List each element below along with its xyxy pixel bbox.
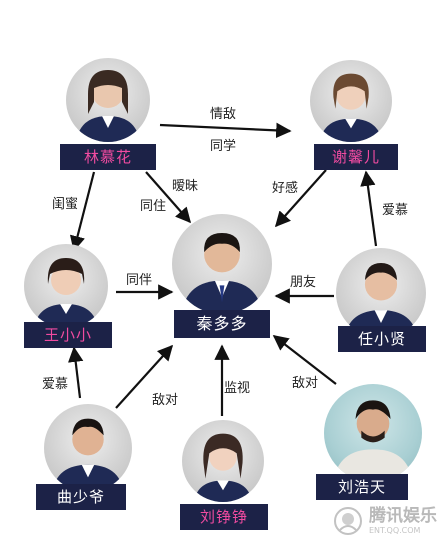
edge-label: 好感 <box>272 180 298 196</box>
portrait-lin-muhua <box>66 58 150 142</box>
name-tag-xie-xiner: 谢馨儿 <box>314 144 398 170</box>
name-tag-qu-shaoye: 曲少爷 <box>36 484 126 510</box>
edge-label: 闺蜜 <box>52 197 78 212</box>
portrait-ren-xiaoxian <box>336 248 426 338</box>
name-tag-lin-muhua: 林慕花 <box>60 144 156 170</box>
arrow-qu-shaoye-to-wang-xiaoxiao <box>68 346 84 399</box>
edge-label: 敌对 <box>292 376 318 391</box>
arrow-ren-xiaoxian-to-xie-xiner <box>360 170 378 247</box>
name-tag-ren-xiaoxian: 任小贤 <box>338 326 426 352</box>
tencent-ent-watermark: 腾讯娱乐 ENT.QQ.COM <box>333 506 437 536</box>
name-tag-qin-duoduo: 秦多多 <box>174 310 270 338</box>
arrow-xie-xiner-to-qin-duoduo <box>274 169 327 228</box>
edge-label: 敌对 <box>152 393 178 408</box>
arrow-liu-haotian-to-qin-duoduo <box>272 335 337 385</box>
edge-label: 监视 <box>224 381 250 396</box>
edge-label: 爱慕 <box>382 203 408 218</box>
watermark-subtext: ENT.QQ.COM <box>369 525 421 535</box>
portrait-liu-zhengzheng <box>182 420 264 502</box>
edge-label: 同学 <box>210 138 236 154</box>
name-tag-wang-xiaoxiao: 王小小 <box>24 322 112 348</box>
arrow-lin-muhua-to-qin-duoduo <box>145 171 192 224</box>
name-tag-liu-zhengzheng: 刘铮铮 <box>180 504 268 530</box>
arrow-lin-muhua-to-xie-xiner <box>159 122 292 139</box>
tencent-logo-icon <box>334 507 362 535</box>
edge-label: 情敌 <box>210 107 236 122</box>
edge-label: 同伴 <box>126 273 152 288</box>
arrow-qu-shaoye-to-qin-duoduo <box>115 344 174 409</box>
edge-label: 朋友 <box>290 274 316 290</box>
portrait-qin-duoduo <box>172 214 272 314</box>
edge-label: 同住 <box>140 199 166 214</box>
edge-label: 暧昧 <box>172 179 198 194</box>
edge-label: 爱慕 <box>42 377 68 392</box>
portrait-qu-shaoye <box>44 404 132 492</box>
portrait-xie-xiner <box>310 60 392 142</box>
watermark-text: 腾讯娱乐 <box>369 505 437 526</box>
arrow-lin-muhua-to-wang-xiaoxiao <box>69 171 96 252</box>
name-tag-liu-haotian: 刘浩天 <box>316 474 408 500</box>
portrait-liu-haotian <box>324 384 422 482</box>
portrait-wang-xiaoxiao <box>24 244 108 328</box>
